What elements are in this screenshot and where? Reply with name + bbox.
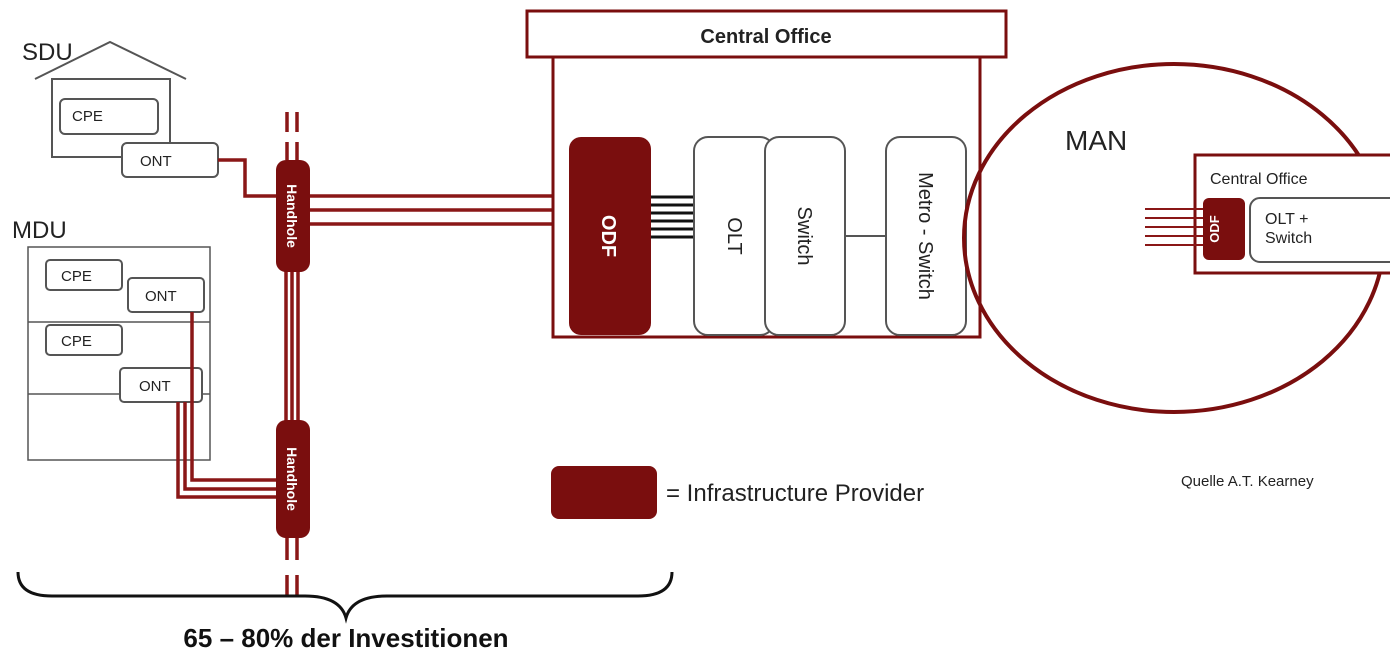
legend-swatch [551, 466, 657, 519]
remote-central-office: Central Office ODF OLT + Switch [1145, 153, 1390, 275]
remote-odf-block [1203, 198, 1245, 260]
mdu-cpe-label-2: CPE [61, 333, 92, 350]
mdu-ont-label-2: ONT [139, 378, 171, 395]
central-office: Central Office ODF OLT Switch Metro - Sw… [525, 9, 1008, 339]
mdu-cpe-label-1: CPE [61, 268, 92, 285]
mdu-ont-box-2 [119, 367, 203, 403]
curly-brace-icon [16, 571, 674, 624]
remote-olt-switch-line2: Switch [1265, 230, 1312, 247]
legend-text: = Infrastructure Provider [666, 480, 924, 507]
mdu-ont-box-1 [127, 277, 205, 313]
sdu-cpe-label: CPE [72, 108, 103, 125]
olt-label: OLT [723, 217, 745, 254]
man-label: MAN [1065, 125, 1127, 156]
central-office-header [525, 9, 1008, 59]
sdu-cpe-box [59, 98, 159, 135]
central-office-title: Central Office [700, 26, 831, 48]
handhole-upper: Handhole [276, 160, 310, 272]
remote-olt-switch-box [1249, 197, 1390, 263]
fiber-mdu-link-2 [176, 402, 283, 499]
remote-olt-switch-line1: OLT + [1265, 211, 1308, 228]
remote-fiber-lines [1145, 208, 1203, 246]
sdu-ont-label: ONT [140, 153, 172, 170]
mdu-ont-label-1: ONT [145, 288, 177, 305]
mdu-cpe-box-2 [45, 324, 123, 356]
fiber-lines [176, 112, 570, 595]
handhole-upper-label: Handhole [284, 184, 300, 248]
fiber-sdu-link [218, 158, 283, 198]
house-icon [34, 40, 187, 80]
remote-central-office-title: Central Office [1210, 171, 1308, 188]
source-note: Quelle A.T. Kearney [1181, 473, 1314, 490]
fiber-mdu-link-3 [183, 402, 283, 491]
mdu-cpe-box-1 [45, 259, 123, 291]
odf-label: ODF [597, 215, 619, 257]
odf-block [569, 137, 651, 335]
switch-label: Switch [793, 207, 815, 266]
handhole-lower-label: Handhole [284, 447, 300, 511]
legend: = Infrastructure Provider [551, 466, 924, 519]
sdu-label: SDU [22, 39, 73, 66]
handhole-lower: Handhole [276, 420, 310, 538]
fiber-mdu-link-1 [190, 312, 283, 482]
mdu-building: MDU CPE ONT CPE ONT [12, 217, 211, 461]
brace-caption: 65 – 80% der Investitionen [183, 623, 508, 653]
metro-switch-label: Metro - Switch [914, 172, 936, 300]
odf-olt-patch-cables [651, 195, 694, 239]
remote-odf-label: ODF [1207, 215, 1222, 243]
sdu-building: SDU CPE ONT [22, 39, 219, 178]
mdu-label: MDU [12, 217, 67, 244]
